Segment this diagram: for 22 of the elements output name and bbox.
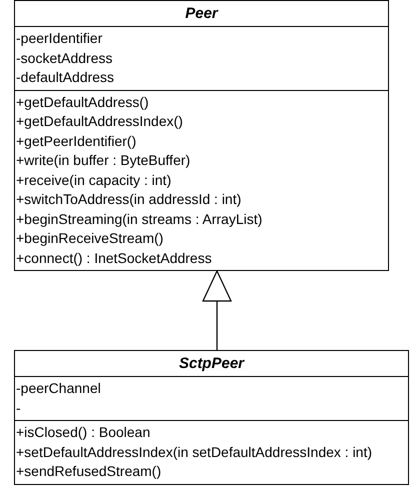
class-box [14, 350, 409, 484]
method-text: +sendRefusedStream() [16, 462, 162, 481]
attribute-text: -peerChannel [16, 379, 101, 398]
method-text: +getDefaultAddress() [16, 92, 149, 112]
method-text: +receive(in capacity : int) [16, 170, 172, 190]
method-text: +write(in buffer : ByteBuffer) [16, 151, 190, 170]
attribute-text: - [16, 398, 21, 418]
class-name: Peer [185, 4, 218, 24]
class-box [14, 0, 389, 271]
attribute-text: -peerIdentifier [16, 29, 102, 48]
attribute-text: -socketAddress [16, 48, 112, 68]
method-text: +connect() : InetSocketAddress [16, 248, 212, 268]
class-name: SctpPeer [178, 354, 244, 374]
method-text: +beginReceiveStream() [16, 229, 164, 248]
method-text: +getPeerIdentifier() [16, 132, 136, 151]
method-text: +getDefaultAddressIndex() [16, 112, 183, 131]
inheritance-arrow [202, 270, 232, 350]
method-text: +isClosed() : Boolean [16, 423, 150, 442]
method-text: +beginStreaming(in streams : ArrayList) [16, 210, 262, 229]
method-text: +setDefaultAddressIndex(in setDefaultAddressIndex : int) [16, 442, 372, 462]
attribute-text: -defaultAddress [16, 68, 114, 87]
method-text: +switchToAddress(in addressId : int) [16, 190, 242, 209]
